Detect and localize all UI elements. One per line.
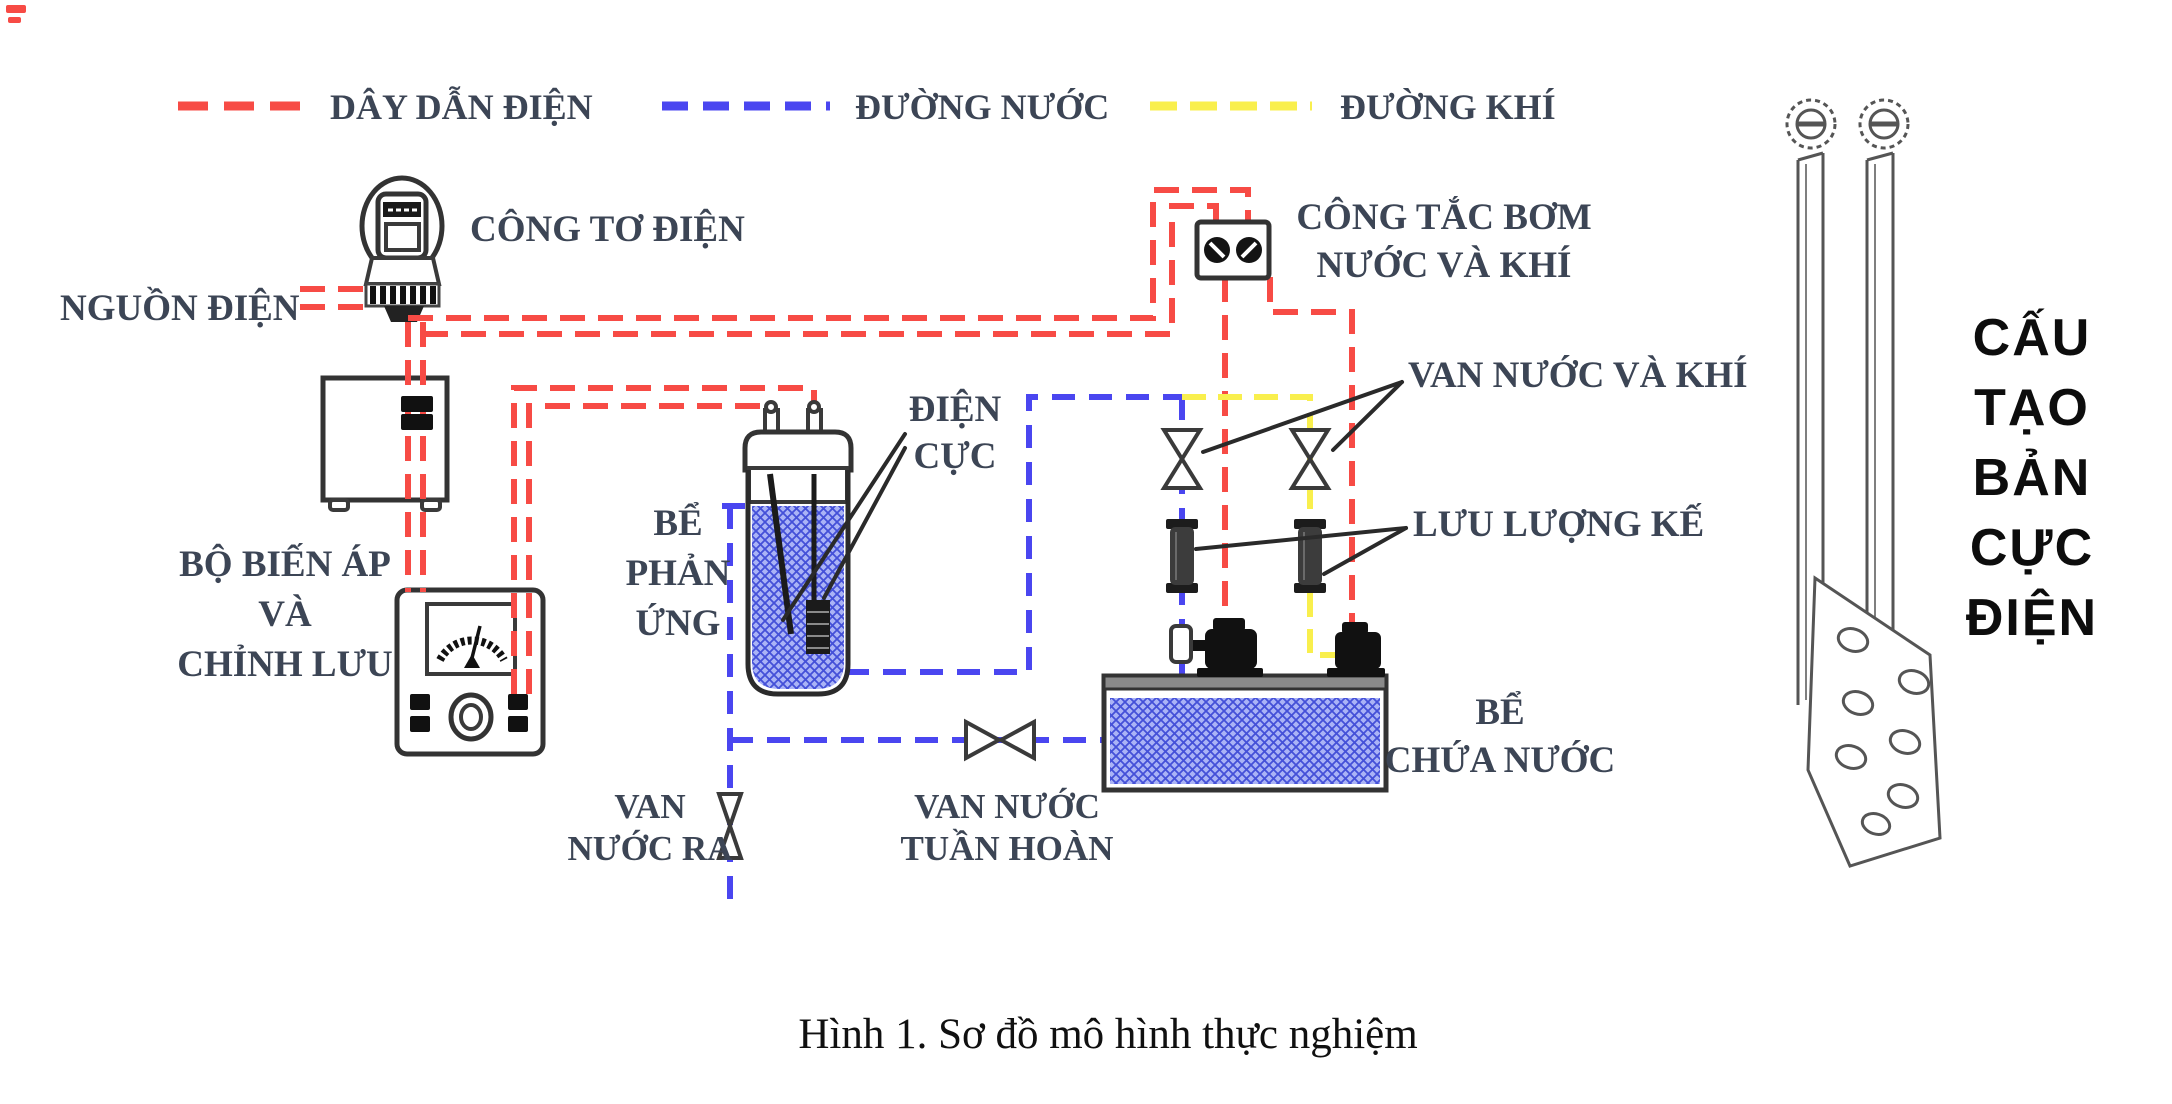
valve-callout-2 (1331, 380, 1404, 452)
storage-tank-water (1110, 698, 1380, 784)
analog-meter-terminals (410, 694, 528, 732)
electrode-nut-right (1858, 98, 1910, 150)
callout-lines (781, 380, 1408, 622)
label-outlet-valve-1: VAN (614, 787, 685, 826)
flowmeter-callout-2 (1322, 526, 1408, 576)
electrode-structure (1785, 98, 1942, 868)
switch-to-air-pump (1267, 277, 1355, 626)
meter-to-switch-outer (408, 187, 1251, 321)
electrode-rod-right-structure (1865, 151, 1895, 648)
flowmeter-callout-1 (1194, 526, 1408, 551)
label-electrode-structure-4: CỰC (1970, 519, 2094, 577)
label-electrode-structure-3: BẢN (1973, 448, 2092, 507)
label-reaction-tank-3: ỨNG (636, 602, 721, 644)
flow-meter-water (1166, 519, 1198, 593)
label-outlet-valve-2: NƯỚC RA (568, 828, 734, 868)
label-reaction-tank-1: BỂ (653, 501, 702, 544)
legend-label-air: ĐƯỜNG KHÍ (1340, 87, 1556, 127)
valve-circulation (964, 718, 1036, 762)
label-valves: VAN NƯỚC VÀ KHÍ (1408, 354, 1748, 396)
electrode-callout-2 (822, 446, 907, 600)
air-pump (1327, 622, 1385, 677)
legend-label-water: ĐƯỜNG NƯỚC (855, 87, 1109, 127)
pump-switch-box (1194, 219, 1272, 281)
label-electric-meter: CÔNG TƠ ĐIỆN (470, 207, 745, 250)
pump-inlet-fitting (1169, 624, 1193, 664)
label-electrode-structure-2: TẠO (1974, 379, 2090, 437)
analog-meter (394, 587, 546, 757)
label-electrode-1: ĐIỆN (909, 388, 1002, 430)
electrode-callout-1 (781, 432, 907, 622)
tank-lid-cap (742, 429, 854, 473)
label-transformer-2: VÀ (258, 593, 312, 635)
meter-scale-arc (436, 636, 508, 663)
perforated-plate (1806, 575, 1942, 868)
label-reaction-tank-2: PHẢN (626, 552, 731, 594)
tank-lid-rim (747, 466, 849, 504)
reaction-tank (742, 400, 854, 697)
label-flow-meter: LƯU LƯỢNG KẾ (1413, 502, 1704, 545)
scan-artifact (6, 5, 26, 23)
label-electrode-structure-1: CẤU (1973, 308, 2092, 367)
label-pump-switch-1: CÔNG TẮC BƠM (1296, 195, 1591, 238)
tank-wall (745, 470, 851, 697)
water-pump (1169, 618, 1263, 677)
label-water-tank-1: BỂ (1475, 690, 1524, 733)
water-storage-tank (1101, 673, 1389, 793)
label-water-tank-2: CHỨA NƯỚC (1385, 739, 1616, 781)
label-circulation-valve-2: TUẦN HOÀN (901, 828, 1114, 868)
valve-callout-1 (1201, 380, 1404, 454)
diagram-labels: NGUỒN ĐIỆN CÔNG TƠ ĐIỆN BỘ BIẾN ÁP VÀ CH… (60, 195, 2098, 868)
label-transformer-3: CHỈNH LƯU (177, 643, 393, 685)
label-electrode-structure-5: ĐIỆN (1966, 588, 2098, 647)
valve-air (1288, 428, 1332, 490)
valve-water (1160, 428, 1204, 490)
meter-terminal-comb (370, 286, 436, 304)
transformer-terminals (401, 396, 433, 430)
label-transformer-1: BỘ BIẾN ÁP (179, 542, 391, 585)
rectifier-to-electrode-2 (526, 403, 774, 694)
flow-meter-air (1294, 519, 1326, 593)
label-circulation-valve-1: VAN NƯỚC (914, 786, 1100, 826)
electric-meter-icon (359, 175, 445, 322)
label-pump-switch-2: NƯỚC VÀ KHÍ (1317, 244, 1572, 286)
electrode-nut-left (1785, 98, 1837, 150)
meter-to-switch-inner (423, 203, 1219, 337)
electrode-plate (806, 600, 830, 654)
label-power-source: NGUỒN ĐIỆN (60, 285, 300, 329)
label-electrode-2: CỰC (914, 436, 997, 477)
electrode-rod-left (767, 473, 794, 635)
legend-label-electric: DÂY DẪN ĐIỆN (330, 86, 593, 127)
legend: DÂY DẪN ĐIỆN ĐƯỜNG NƯỚC ĐƯỜNG KHÍ (178, 86, 1556, 127)
valve-water-out (716, 792, 744, 860)
reactor-supply-line (846, 394, 1182, 675)
figure-caption: Hình 1. Sơ đồ mô hình thực nghiệm (798, 1011, 1417, 1058)
